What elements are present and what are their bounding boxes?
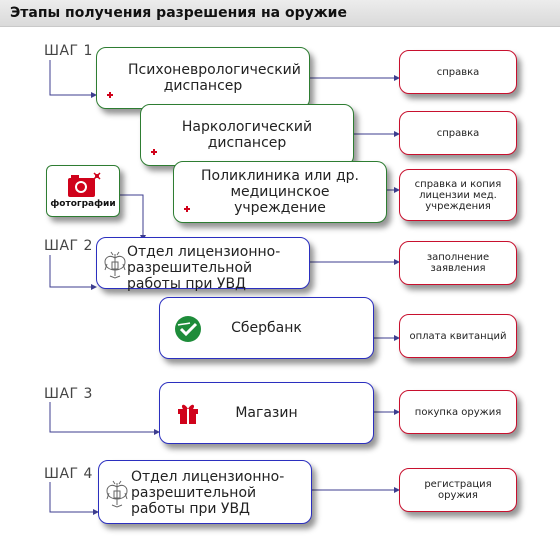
result-payment-label: оплата квитанций	[409, 330, 507, 342]
result-purchase-label: покупка оружия	[414, 406, 502, 418]
shop-label: Магазин	[235, 405, 298, 421]
plus-icon	[184, 206, 190, 212]
sberbank-node: Сбербанк	[159, 297, 374, 359]
diagram-title: Этапы получения разрешения на оружие	[10, 5, 347, 21]
clinic-node: Поликлиника или др. медицинское учрежден…	[173, 161, 387, 223]
result-payment: оплата квитанций	[399, 314, 517, 358]
psychoneurology-label: Психоневрологический диспансер	[128, 62, 301, 94]
shop-node: Магазин	[159, 382, 374, 444]
step-3-label: ШАГ 3	[44, 386, 93, 402]
sberbank-logo-icon	[175, 316, 201, 342]
step-4-label: ШАГ 4	[44, 466, 93, 482]
result-certificate-1-label: справка	[436, 66, 480, 78]
camera-icon	[68, 172, 101, 197]
emblem-icon	[106, 480, 128, 508]
narcology-node: Наркологический диспансер	[140, 104, 354, 166]
licensing-department-node: Отдел лицензионно-разрешительной работы …	[96, 237, 310, 292]
step3-connector	[49, 402, 160, 435]
result-application-label: заполнение заявления	[426, 252, 490, 274]
result-certificate-1: справка	[399, 50, 517, 94]
registration-department-node: Отдел лицензионно-разрешительной работы …	[98, 460, 312, 524]
gift-icon	[178, 404, 198, 424]
photo-connector	[120, 194, 146, 241]
title-bar: Этапы получения разрешения на оружие	[0, 0, 560, 27]
result-certificate-2-label: справка	[436, 127, 480, 139]
clinic-label: Поликлиника или др. медицинское учрежден…	[201, 168, 359, 216]
result-registration: регистрация оружия	[399, 468, 517, 512]
step1-connector	[49, 60, 97, 98]
result-purchase: покупка оружия	[399, 390, 517, 434]
registration-department-label: Отдел лицензионно-разрешительной работы …	[131, 469, 285, 517]
licensing-department-label: Отдел лицензионно-разрешительной работы …	[127, 244, 281, 292]
result-application: заполнение заявления	[399, 241, 517, 285]
result-registration-label: регистрация оружия	[424, 479, 492, 501]
result-certificate-2: справка	[399, 111, 517, 155]
step2-connector	[49, 255, 97, 290]
emblem-icon	[104, 251, 126, 279]
plus-icon	[151, 149, 157, 155]
psychoneurology-node: Психоневрологический диспансер	[96, 47, 310, 109]
step-1-label: ШАГ 1	[44, 43, 93, 59]
sberbank-label: Сбербанк	[231, 320, 302, 336]
step-2-label: ШАГ 2	[44, 238, 93, 254]
result-certificate-3-label: справка и копия лицензии мед. учреждения	[414, 178, 502, 212]
photo-label: фотографии	[50, 199, 116, 209]
photo-node: фотографии	[46, 165, 120, 217]
narcology-label: Наркологический диспансер	[181, 119, 313, 151]
plus-icon	[107, 92, 113, 98]
step4-connector	[49, 482, 99, 515]
result-certificate-3: справка и копия лицензии мед. учреждения	[399, 169, 517, 221]
